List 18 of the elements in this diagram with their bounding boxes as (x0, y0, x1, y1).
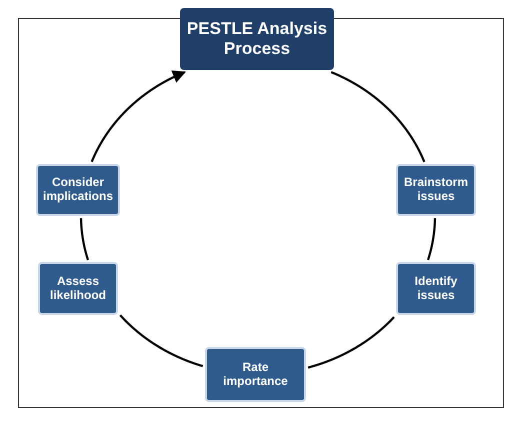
connector-arc (119, 314, 204, 368)
title-box (180, 8, 334, 70)
step-box (36, 164, 120, 216)
connector-arc (426, 217, 436, 261)
step-label: Rate importance (222, 360, 289, 388)
step-box (396, 164, 476, 216)
connector-arc (330, 71, 426, 162)
arrow (90, 70, 186, 162)
step-box (205, 347, 306, 402)
step-label: Consider implications (42, 176, 114, 204)
step-label: Brainstorm issues (402, 176, 469, 204)
step-label: Identify issues (414, 274, 458, 302)
step-box (396, 262, 476, 315)
connector-arc (307, 316, 395, 369)
step-label: PESTLE Analysis Process (186, 18, 328, 60)
connector-arc (80, 217, 90, 261)
step-box (38, 262, 118, 315)
step-label: Assess likelihood (48, 274, 107, 302)
